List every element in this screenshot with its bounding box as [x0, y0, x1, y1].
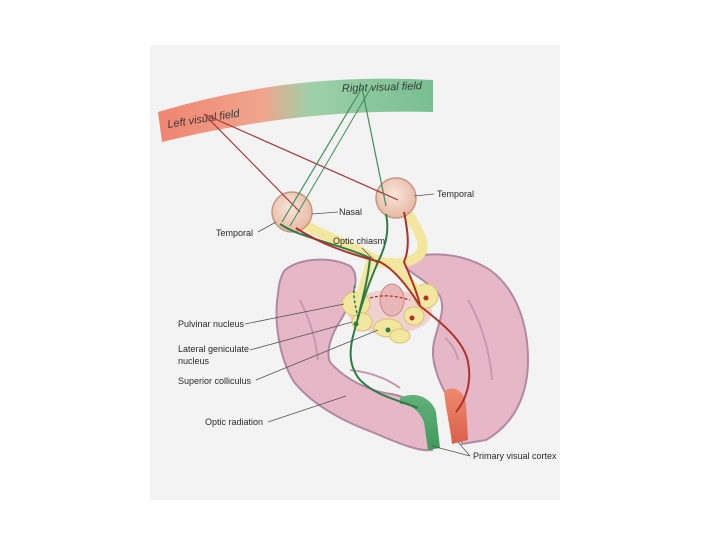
temporal-left-label: Temporal: [216, 228, 253, 238]
right-lateral-geniculate-nucleus: [404, 307, 424, 325]
optic-radiation-label: Optic radiation: [205, 417, 263, 427]
lateral-geniculate-label-line1: Lateral geniculate: [178, 344, 249, 354]
superior-colliculus-label: Superior colliculus: [178, 376, 252, 386]
superior-colliculus-right: [390, 329, 410, 343]
optic-chiasm-label: Optic chiasm: [333, 236, 385, 246]
pulvinar-nucleus-label: Pulvinar nucleus: [178, 319, 245, 329]
nasal-label: Nasal: [339, 207, 362, 217]
lateral-geniculate-label-line2: nucleus: [178, 356, 210, 366]
temporal-right-label: Temporal: [437, 189, 474, 199]
midbrain: [380, 284, 404, 316]
primary-visual-cortex-label: Primary visual cortex: [473, 451, 557, 461]
